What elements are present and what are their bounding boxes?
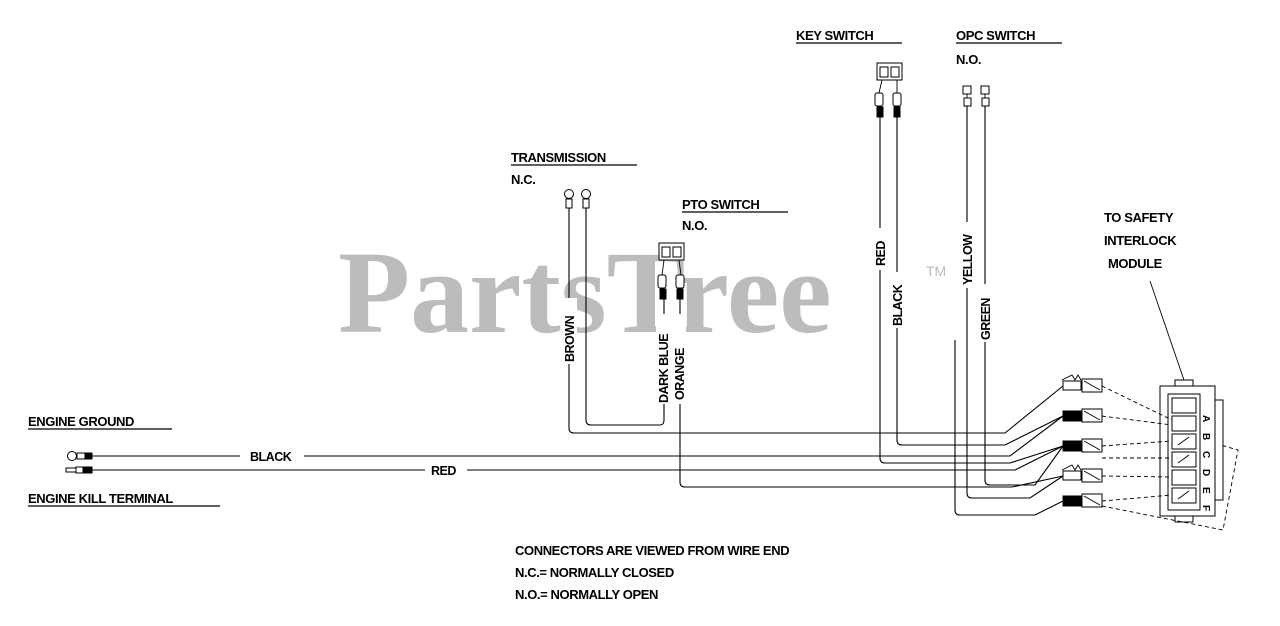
wire-label-dark-blue: DARK BLUE — [657, 334, 671, 403]
pin-label-c: C — [1200, 451, 1211, 458]
wire-labels: BLACK RED BROWN DARK BLUE ORANGE RED BLA… — [240, 222, 993, 478]
spade-terminal-icon — [65, 466, 93, 474]
pin-label-a: A — [1200, 415, 1211, 422]
safety-module-line1: TO SAFETY — [1104, 210, 1174, 225]
engine-ground: ENGINE GROUND — [28, 414, 172, 461]
pto-switch-title: PTO SWITCH — [682, 197, 759, 212]
wire-label-orange: ORANGE — [673, 348, 687, 400]
wire-label-yellow: YELLOW — [961, 234, 975, 285]
key-switch: KEY SWITCH — [796, 28, 903, 118]
engine-kill-terminal: ENGINE KILL TERMINAL — [28, 466, 220, 507]
wire-label-red-key: RED — [874, 241, 888, 266]
safety-module-pin-labels: A B C D E F — [1200, 415, 1211, 511]
ring-terminal-icon — [67, 451, 93, 461]
transmission: TRANSMISSION N.C. — [511, 150, 637, 209]
watermark: PartsTree TM — [338, 227, 946, 358]
safety-module-line2: INTERLOCK — [1104, 233, 1177, 248]
watermark-brand: PartsTree — [338, 227, 832, 358]
wire-label-red-kill: RED — [431, 464, 456, 478]
pto-switch-connector — [657, 242, 685, 300]
safety-module-slots — [1171, 397, 1197, 504]
harness-connector — [1061, 374, 1103, 508]
safety-module-connector: A B C D E F — [1159, 379, 1224, 523]
opc-switch: OPC SWITCH N.O. — [956, 28, 1062, 107]
note-line3: N.O.= NORMALLY OPEN — [515, 587, 658, 602]
note-line2: N.C.= NORMALLY CLOSED — [515, 565, 674, 580]
opc-switch-title: OPC SWITCH — [956, 28, 1035, 43]
safety-interlock-module: TO SAFETY INTERLOCK MODULE A — [1104, 210, 1224, 523]
opc-switch-terminals — [962, 85, 990, 107]
wire-label-black-key: BLACK — [891, 284, 905, 326]
pto-switch-type: N.O. — [682, 218, 707, 233]
connector-mapping-lines — [1101, 385, 1239, 531]
opc-switch-type: N.O. — [956, 52, 981, 67]
key-switch-title: KEY SWITCH — [796, 28, 873, 43]
wires — [92, 106, 1064, 516]
watermark-trademark: TM — [926, 263, 946, 279]
key-switch-connector — [874, 62, 903, 118]
pin-label-b: B — [1200, 433, 1211, 440]
wire-label-green: GREEN — [979, 298, 993, 340]
pto-switch: PTO SWITCH N.O. — [657, 197, 788, 300]
transmission-type: N.C. — [511, 172, 535, 187]
pin-label-d: D — [1200, 469, 1211, 476]
wire-label-black-ground: BLACK — [250, 450, 292, 464]
engine-ground-title: ENGINE GROUND — [28, 414, 134, 429]
notes: CONNECTORS ARE VIEWED FROM WIRE END N.C.… — [515, 543, 790, 602]
pin-label-e: E — [1200, 487, 1211, 494]
note-line1: CONNECTORS ARE VIEWED FROM WIRE END — [515, 543, 789, 558]
transmission-title: TRANSMISSION — [511, 150, 606, 165]
safety-module-line3: MODULE — [1108, 256, 1163, 271]
engine-kill-title: ENGINE KILL TERMINAL — [28, 491, 173, 506]
transmission-terminals — [564, 189, 591, 209]
pin-label-f: F — [1200, 505, 1211, 511]
wire-label-brown: BROWN — [563, 315, 577, 362]
